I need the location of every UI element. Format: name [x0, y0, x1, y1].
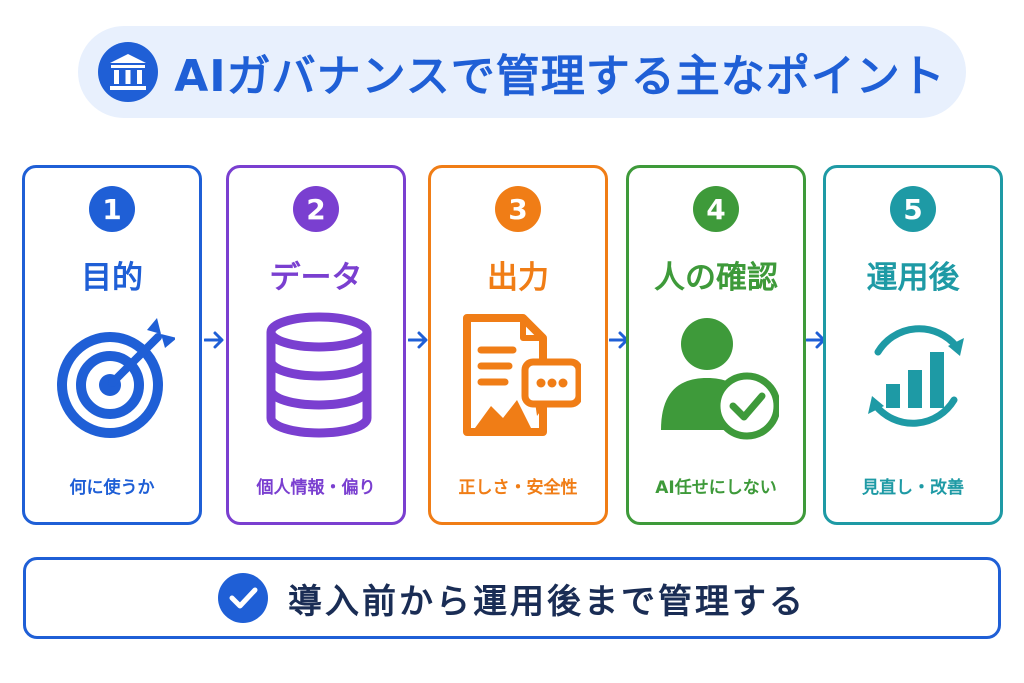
step-card-data: 2 データ 個人情報・偏り	[226, 165, 406, 525]
step-subtitle: 見直し・改善	[862, 478, 964, 498]
step-subtitle: 何に使うか	[69, 478, 155, 498]
step-number: 4	[693, 186, 739, 232]
step-card-post-operation: 5 運用後 見直し・改善	[823, 165, 1003, 525]
person-check-icon	[661, 318, 779, 440]
step-title: データ	[269, 260, 363, 296]
step-card-output: 3 出力 正しさ・安全性	[428, 165, 608, 525]
arrow-right-icon	[408, 331, 428, 349]
step-title: 出力	[487, 260, 549, 296]
step-title: 運用後	[866, 260, 960, 296]
target-icon	[57, 318, 175, 438]
arrow-right-icon	[204, 331, 224, 349]
step-title: 目的	[81, 260, 143, 296]
document-chat-icon	[463, 314, 581, 436]
step-number: 5	[890, 186, 936, 232]
database-icon	[266, 312, 372, 438]
bank-icon	[98, 42, 159, 102]
step-subtitle: AI任せにしない	[655, 478, 777, 498]
step-number: 3	[495, 186, 541, 232]
summary-text: 導入前から運用後まで管理する	[288, 581, 806, 622]
step-subtitle: 個人情報・偏り	[256, 478, 376, 498]
cycle-chart-icon	[868, 325, 964, 427]
check-circle-icon	[218, 573, 268, 623]
step-card-purpose: 1 目的 何に使うか	[22, 165, 202, 525]
title-banner: AIガバナンスで管理する主なポイント	[78, 26, 966, 118]
step-number: 2	[293, 186, 339, 232]
summary-banner: 導入前から運用後まで管理する	[23, 557, 1001, 639]
step-number: 1	[89, 186, 135, 232]
step-card-human-review: 4 人の確認 AI任せにしない	[626, 165, 806, 525]
page-title: AIガバナンスで管理する主なポイント	[174, 51, 946, 102]
step-title: 人の確認	[654, 260, 778, 296]
step-subtitle: 正しさ・安全性	[458, 478, 578, 498]
